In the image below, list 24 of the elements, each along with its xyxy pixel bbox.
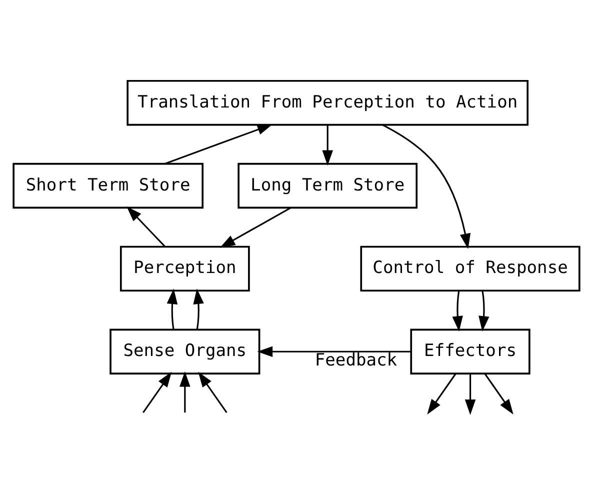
arrow — [142, 372, 172, 413]
arrow — [257, 346, 412, 357]
arrow — [382, 124, 471, 249]
node-box: Effectors — [410, 328, 530, 374]
arrow — [478, 290, 490, 332]
node-box: Long Term Store — [238, 162, 418, 209]
arrow — [166, 288, 178, 330]
node-box: Short Term Store — [12, 162, 204, 209]
arrow — [484, 373, 514, 415]
node-box: Control of Response — [360, 246, 580, 292]
arrow — [198, 372, 228, 413]
node-box: Sense Organs — [110, 328, 260, 374]
arrow — [126, 206, 166, 247]
arrow — [322, 125, 333, 166]
arrow — [180, 371, 190, 413]
arrow — [164, 124, 273, 164]
arrow — [427, 373, 456, 415]
arrow — [452, 290, 463, 332]
node-box: Perception — [120, 246, 250, 292]
arrow — [193, 288, 204, 330]
edge-label: Feedback — [314, 350, 398, 370]
arrow — [220, 207, 291, 248]
arrow — [464, 374, 476, 415]
node-box: Translation From Perception to Action — [126, 80, 529, 126]
